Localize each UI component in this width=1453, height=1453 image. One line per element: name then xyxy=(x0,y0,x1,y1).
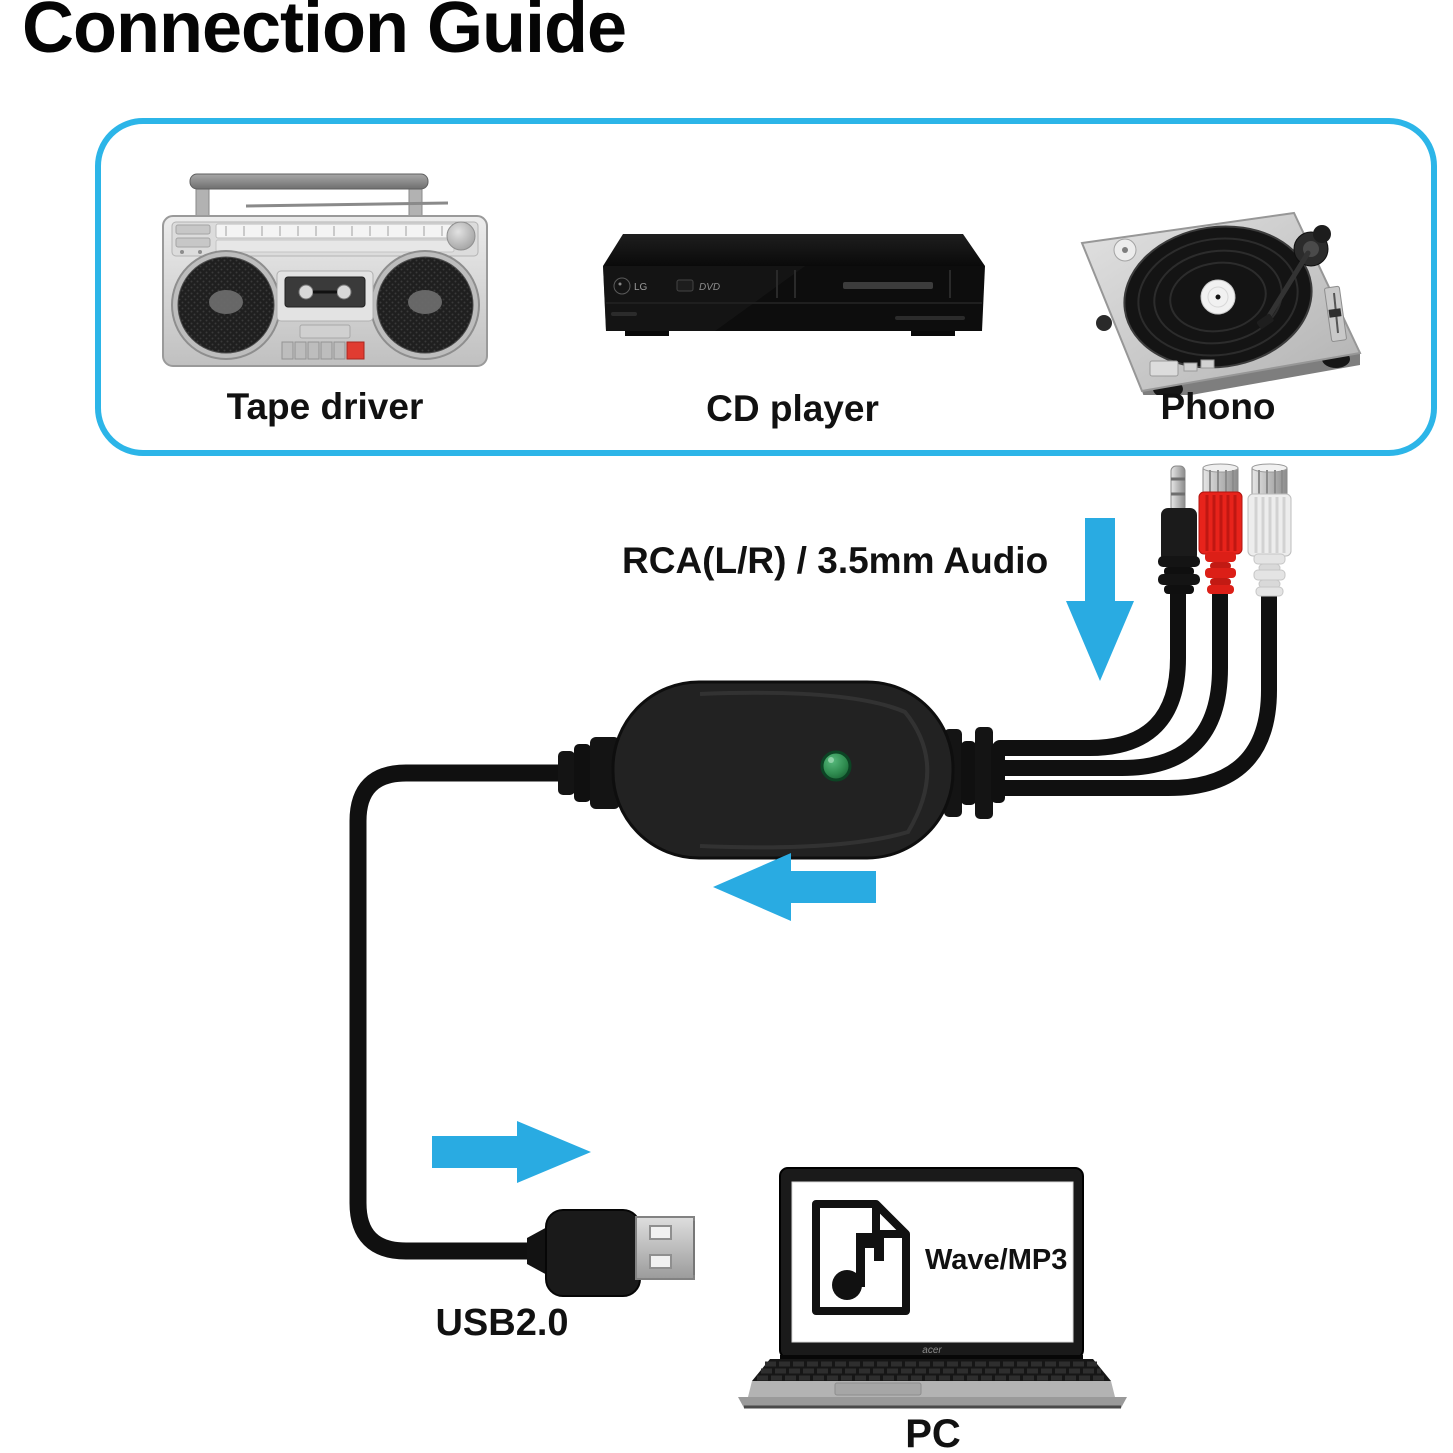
cd-player-top xyxy=(603,234,985,266)
cd-player-tray-seams xyxy=(776,270,951,298)
boombox-buttons xyxy=(281,341,365,360)
page-title: Connection Guide xyxy=(22,0,627,68)
music-note xyxy=(832,1270,862,1300)
boombox-tuning-knob xyxy=(446,221,476,251)
tape-driver-label: Tape driver xyxy=(226,386,424,427)
down-arrow-icon xyxy=(1066,518,1134,681)
boombox-record-button xyxy=(346,341,365,360)
right-arrow-icon xyxy=(432,1121,591,1183)
svg-text:DVD: DVD xyxy=(699,282,720,293)
laptop-trackpad xyxy=(834,1382,922,1396)
boombox-handle xyxy=(189,173,429,223)
boombox-cassette-deck xyxy=(276,270,374,339)
turntable-buttons xyxy=(1149,359,1215,377)
turntable-platter xyxy=(1123,225,1313,369)
laptop-brand: acer xyxy=(922,1345,942,1356)
phono-icon xyxy=(1080,211,1362,395)
lg-logo: LG xyxy=(613,277,648,295)
adapter-body xyxy=(611,680,955,860)
laptop-icon: acer xyxy=(738,1167,1127,1409)
usb-plug-icon xyxy=(527,1209,695,1297)
boombox-right-speaker xyxy=(370,250,480,360)
left-arrow-icon xyxy=(713,853,876,921)
laptop-palmrest xyxy=(748,1381,1115,1397)
adapter-device-icon xyxy=(558,680,1005,860)
laptop-base xyxy=(738,1397,1127,1408)
svg-text:LG: LG xyxy=(634,282,648,293)
boombox-left-speaker xyxy=(171,250,281,360)
source-devices-box xyxy=(95,118,1437,456)
turntable-pitch-slider xyxy=(1324,285,1347,342)
cd-player-icon: LG DVD xyxy=(603,234,985,336)
music-file-icon xyxy=(812,1200,910,1315)
pc-label: PC xyxy=(905,1412,961,1453)
cd-player-display xyxy=(843,282,933,289)
audio-cables xyxy=(992,578,1277,796)
turntable-speed-knob xyxy=(1096,315,1112,331)
turntable-tonearm xyxy=(1256,225,1331,329)
file-type-label: Wave/MP3 xyxy=(925,1244,1068,1276)
usb-label: USB2.0 xyxy=(435,1302,569,1344)
phono-label: Phono xyxy=(1160,386,1276,427)
boombox-antenna xyxy=(245,201,449,208)
usb-cable xyxy=(349,764,629,1260)
dvd-badge: DVD xyxy=(676,279,720,293)
boombox-tuner-panel xyxy=(171,221,479,257)
cd-player-label: CD player xyxy=(706,388,879,429)
white-rca-female-icon xyxy=(1247,463,1292,597)
3.5mm-jack-icon xyxy=(1158,465,1200,594)
usb-plug-body xyxy=(545,1209,641,1297)
adapter-led xyxy=(820,750,852,782)
red-rca-female-icon xyxy=(1198,463,1243,594)
tape-driver-icon xyxy=(162,173,488,367)
audio-input-label: RCA(L/R) / 3.5mm Audio xyxy=(622,540,1049,581)
